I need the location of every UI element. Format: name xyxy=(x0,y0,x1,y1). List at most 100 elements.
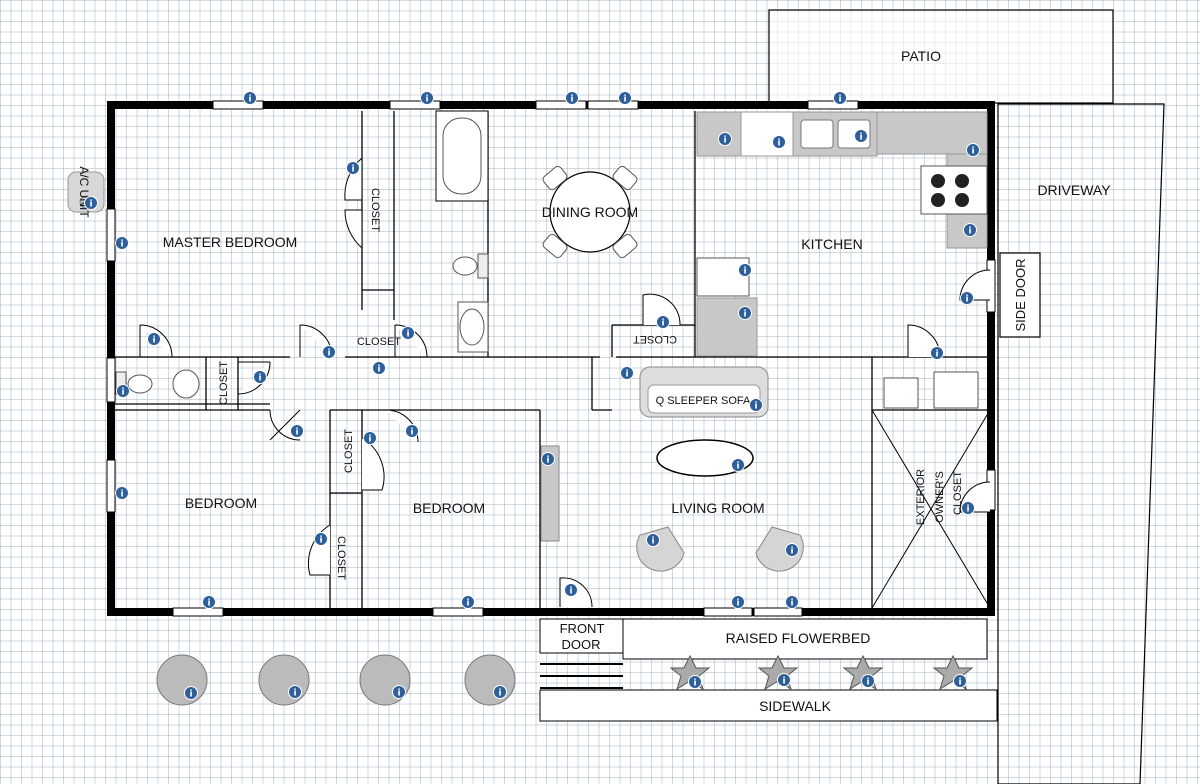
svg-text:i: i xyxy=(368,435,371,445)
info-icon[interactable]: i xyxy=(363,431,377,445)
info-icon[interactable]: i xyxy=(785,595,799,609)
kitchen-counters xyxy=(696,111,988,357)
svg-text:i: i xyxy=(958,678,961,688)
info-icon[interactable]: i xyxy=(116,384,130,398)
side-door-step: SIDE DOOR xyxy=(999,252,1041,338)
info-icon[interactable]: i xyxy=(147,332,161,346)
door-label: DOOR xyxy=(562,637,601,652)
svg-text:i: i xyxy=(293,689,296,699)
svg-text:i: i xyxy=(89,200,92,210)
info-icon[interactable]: i xyxy=(749,398,763,412)
svg-text:i: i xyxy=(189,690,192,700)
info-icon[interactable]: i xyxy=(322,345,336,359)
info-icon[interactable]: i xyxy=(966,143,980,157)
exterior-label: EXTERIOR xyxy=(915,469,927,525)
info-icon[interactable]: i xyxy=(738,306,752,320)
bedroom-middle-label: BEDROOM xyxy=(413,500,485,516)
info-icon[interactable]: i xyxy=(785,543,799,557)
info-icon[interactable]: i xyxy=(961,501,975,515)
info-icon[interactable]: i xyxy=(731,458,745,472)
info-icon[interactable]: i xyxy=(420,91,434,105)
info-icon[interactable]: i xyxy=(115,236,129,250)
info-icon[interactable]: i xyxy=(731,595,745,609)
info-icon[interactable]: i xyxy=(243,91,257,105)
svg-text:i: i xyxy=(743,310,746,320)
info-icon[interactable]: i xyxy=(493,685,507,699)
info-icon[interactable]: i xyxy=(184,686,198,700)
info-icon[interactable]: i xyxy=(620,366,634,380)
info-icon[interactable]: i xyxy=(833,91,847,105)
info-icon[interactable]: i xyxy=(963,223,977,237)
bathroom-sink xyxy=(457,301,489,353)
front-label: FRONT xyxy=(560,621,605,636)
svg-text:i: i xyxy=(790,599,793,609)
svg-text:i: i xyxy=(569,587,572,597)
tv-stand xyxy=(540,445,560,542)
owners-label: OWNER'S xyxy=(934,471,946,523)
sidewalk-label: SIDEWALK xyxy=(759,698,831,714)
info-icon[interactable]: i xyxy=(401,326,415,340)
owners-closet-label: CLOSET xyxy=(952,471,964,515)
info-icon[interactable]: i xyxy=(314,532,328,546)
info-icon[interactable]: i xyxy=(405,424,419,438)
closet-master-label: CLOSET xyxy=(369,188,381,232)
svg-text:i: i xyxy=(935,350,938,360)
svg-text:i: i xyxy=(754,402,757,412)
svg-text:i: i xyxy=(120,490,123,500)
half-bath-fixtures xyxy=(115,369,200,399)
svg-text:i: i xyxy=(971,147,974,157)
svg-text:i: i xyxy=(968,227,971,237)
raised-flowerbed xyxy=(622,618,988,660)
info-icon[interactable]: i xyxy=(738,263,752,277)
info-icon[interactable]: i xyxy=(953,674,967,688)
svg-text:i: i xyxy=(651,537,654,547)
patio-label: PATIO xyxy=(901,48,941,64)
svg-text:i: i xyxy=(546,456,549,466)
info-icon[interactable]: i xyxy=(656,315,670,329)
info-icon[interactable]: i xyxy=(541,452,555,466)
info-icon[interactable]: i xyxy=(688,675,702,689)
closet-hall-label: CLOSET xyxy=(357,336,401,348)
info-icon[interactable]: i xyxy=(854,129,868,143)
sidewalk xyxy=(539,689,998,722)
info-icon[interactable]: i xyxy=(718,132,732,146)
info-icon[interactable]: i xyxy=(461,595,475,609)
info-icon[interactable]: i xyxy=(564,583,578,597)
ac-unit-label: A/C UNIT xyxy=(77,166,91,218)
svg-text:i: i xyxy=(152,336,155,346)
info-icon[interactable]: i xyxy=(372,361,386,375)
info-icon[interactable]: i xyxy=(930,346,944,360)
svg-text:i: i xyxy=(838,95,841,105)
info-icon[interactable]: i xyxy=(290,424,304,438)
living-room-label: LIVING ROOM xyxy=(671,500,764,516)
sofa: Q SLEEPER SOFA xyxy=(639,366,769,418)
info-icon[interactable]: i xyxy=(84,196,98,210)
patio xyxy=(768,9,1114,104)
info-icon[interactable]: i xyxy=(960,291,974,305)
info-icon[interactable]: i xyxy=(392,685,406,699)
info-icon[interactable]: i xyxy=(565,91,579,105)
owners-closet-cross xyxy=(871,409,991,609)
svg-text:i: i xyxy=(406,330,409,340)
svg-text:i: i xyxy=(120,240,123,250)
info-icon[interactable]: i xyxy=(646,533,660,547)
info-icon[interactable]: i xyxy=(288,685,302,699)
svg-text:i: i xyxy=(121,388,124,398)
front-door-step xyxy=(539,618,624,654)
info-icon[interactable]: i xyxy=(115,486,129,500)
info-icon[interactable]: i xyxy=(777,673,791,687)
info-icon[interactable]: i xyxy=(861,674,875,688)
svg-text:i: i xyxy=(377,365,380,375)
kitchen-sink xyxy=(800,119,871,149)
info-icon[interactable]: i xyxy=(253,370,267,384)
sofa-label: Q SLEEPER SOFA xyxy=(656,395,751,407)
info-icon[interactable]: i xyxy=(202,595,216,609)
info-icon[interactable]: i xyxy=(346,161,360,175)
svg-text:i: i xyxy=(570,95,573,105)
ac-unit: A/C UNIT xyxy=(67,166,105,218)
svg-text:i: i xyxy=(248,95,251,105)
info-icon[interactable]: i xyxy=(772,135,786,149)
dining-table xyxy=(542,165,638,259)
info-icon[interactable]: i xyxy=(618,91,632,105)
